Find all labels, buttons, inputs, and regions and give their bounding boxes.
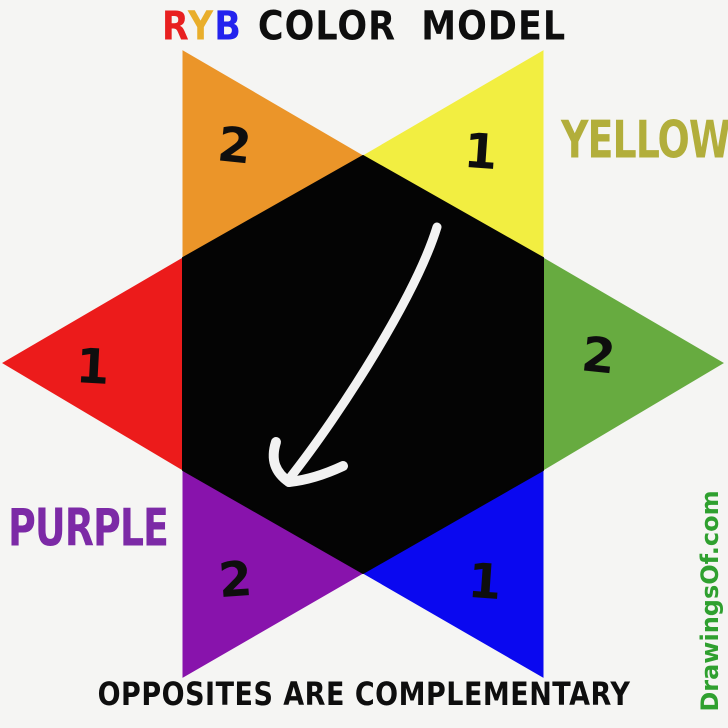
orange-parts-number: 2	[215, 116, 254, 175]
purple-parts-number: 2	[217, 551, 254, 609]
blue-parts-number: 1	[466, 553, 503, 611]
complementary-arrow	[268, 222, 442, 487]
title-letter-r: R	[161, 4, 188, 50]
arrow-head-right-barb	[284, 461, 348, 487]
green-point-triangle	[542, 257, 724, 471]
arrow-shaft	[284, 222, 442, 484]
yellow-label: YELLOW	[561, 110, 728, 170]
yellow-parts-number: 1	[462, 123, 499, 181]
title-text: COLOR MODEL	[257, 4, 567, 50]
title-letter-y: Y	[187, 4, 215, 50]
page-title: RYB COLOR MODEL	[0, 4, 728, 50]
green-parts-number: 2	[579, 326, 618, 385]
title-letter-b: B	[214, 4, 242, 50]
purple-label: PURPLE	[8, 498, 169, 558]
caption-text: OPPOSITES ARE COMPLEMENTARY	[97, 676, 631, 714]
red-parts-number: 1	[75, 338, 111, 396]
watermark-text: DrawingsOf.com	[696, 490, 724, 712]
